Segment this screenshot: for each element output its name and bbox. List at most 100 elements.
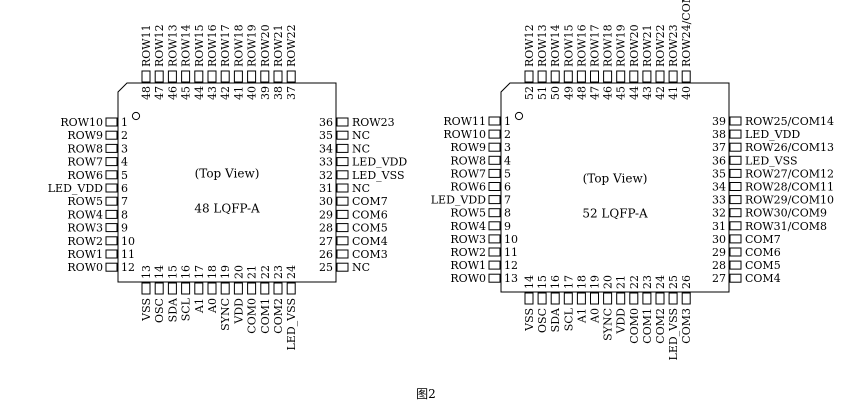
- pin-number: 38: [272, 86, 285, 100]
- pin-lead: [273, 70, 283, 83]
- pin-name: LED_VDD: [352, 156, 407, 169]
- pin-lead: [729, 260, 742, 270]
- pin-name: ROW23: [352, 116, 395, 129]
- pin-number: 24: [285, 265, 298, 279]
- pin-number: 5: [504, 167, 511, 180]
- pin-number: 15: [536, 275, 549, 289]
- pin-lead: [336, 143, 349, 153]
- pin-number: 52: [523, 86, 536, 100]
- pin-lead: [524, 292, 534, 305]
- pin-lead: [336, 209, 349, 219]
- pin-name: ROW25/COM14: [745, 115, 834, 128]
- pin-lead: [207, 282, 217, 295]
- pin-lead: [336, 130, 349, 140]
- pin-name: COM6: [352, 208, 388, 221]
- pin-lead: [247, 70, 257, 83]
- pin-name: ROW9: [450, 141, 486, 154]
- pin-name: ROW2: [67, 235, 103, 248]
- pin-name: COM2: [654, 308, 667, 344]
- pin-name: SCL: [562, 307, 575, 331]
- pin-lead: [336, 223, 349, 233]
- pin-number: 16: [549, 275, 562, 289]
- pin-number: 19: [589, 275, 602, 289]
- pin-lead: [729, 155, 742, 165]
- pin1-marker: [514, 111, 524, 121]
- pin-name: ROW17: [219, 24, 232, 67]
- pin-name: ROW28/COM11: [745, 181, 834, 194]
- pin-lead: [336, 170, 349, 180]
- pin-number: 34: [319, 142, 333, 155]
- pin-name: COM3: [352, 248, 388, 261]
- pin-name: ROW23: [667, 24, 680, 67]
- pin1-marker: [131, 111, 141, 121]
- pin-number: 44: [628, 86, 641, 100]
- pin-number: 23: [272, 265, 285, 279]
- pin-lead: [336, 236, 349, 246]
- pin-name: ROW10: [60, 116, 103, 129]
- pin-number: 26: [680, 275, 693, 289]
- pin-number: 10: [121, 235, 135, 248]
- pin-name: A1: [575, 308, 588, 324]
- pin-number: 21: [615, 275, 628, 289]
- pin-lead: [729, 221, 742, 231]
- pin-lead: [488, 129, 501, 139]
- pin-name: COM1: [259, 298, 272, 334]
- pin-lead: [616, 70, 626, 83]
- pin-number: 14: [153, 265, 166, 279]
- pin-lead: [105, 223, 118, 233]
- pin-lead: [488, 182, 501, 191]
- pin-name: A1: [193, 298, 206, 314]
- pin-number: 2: [121, 129, 128, 142]
- pin-lead: [247, 282, 257, 295]
- pin-number: 1: [504, 115, 511, 128]
- pin-number: 6: [121, 182, 128, 195]
- pin-lead: [336, 262, 349, 272]
- pin-name: ROW12: [153, 24, 166, 67]
- pin-number: 8: [504, 207, 511, 220]
- pin-number: 26: [319, 248, 333, 261]
- pin-name: COM0: [628, 308, 641, 344]
- pin-lead: [233, 70, 243, 83]
- pin-name: ROW16: [206, 24, 219, 67]
- pin-name: ROW6: [450, 181, 486, 194]
- pin-number: 22: [259, 265, 272, 279]
- pin-name: A0: [206, 298, 219, 314]
- pin-number: 28: [319, 222, 333, 235]
- pin-name: ROW27/COM12: [745, 167, 834, 180]
- pin-number: 20: [232, 265, 245, 279]
- pin-name: ROW0: [450, 272, 486, 285]
- pin-name: ROW17: [589, 24, 602, 67]
- pin-name: NC: [352, 261, 370, 274]
- pin-name: ROW31/COM8: [745, 220, 827, 233]
- pin-number: 35: [319, 129, 333, 142]
- pin-number: 12: [504, 259, 518, 272]
- pin-number: 30: [319, 195, 333, 208]
- pin-lead: [167, 282, 177, 295]
- pin-number: 31: [319, 182, 333, 195]
- pin-name: ROW11: [140, 24, 153, 67]
- pin-lead: [105, 196, 118, 206]
- pin-number: 43: [206, 86, 219, 100]
- pin-name: ROW7: [450, 167, 486, 180]
- pin-name: ROW13: [166, 24, 179, 67]
- pin-name: ROW18: [232, 24, 245, 67]
- pin-number: 46: [166, 86, 179, 100]
- pin-name: SDA: [166, 297, 179, 322]
- pin-number: 18: [206, 265, 219, 279]
- pin-lead: [207, 70, 217, 83]
- pin-lead: [336, 249, 349, 259]
- pin-name: ROW5: [450, 207, 486, 220]
- pin-name: ROW21: [272, 24, 285, 67]
- pin-lead: [154, 70, 164, 83]
- pin-name: COM5: [352, 222, 388, 235]
- pin-lead: [273, 282, 283, 295]
- pin-lead: [286, 282, 296, 295]
- pin-lead: [576, 70, 586, 83]
- pin-lead: [524, 70, 534, 83]
- pin-number: 46: [602, 86, 615, 100]
- pin-number: 36: [712, 154, 726, 167]
- pin-name: ROW9: [67, 129, 103, 142]
- pin-number: 21: [246, 265, 259, 279]
- pin-lead: [336, 183, 349, 193]
- pin-lead: [167, 70, 177, 83]
